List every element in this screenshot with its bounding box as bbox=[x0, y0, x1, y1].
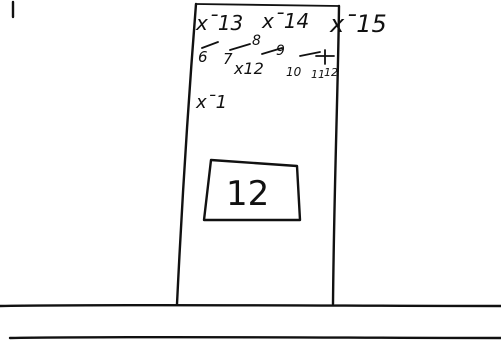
small-number-9: 9 bbox=[276, 43, 285, 59]
mark-x-13: x¯13 bbox=[195, 11, 243, 35]
tower-right-edge bbox=[333, 6, 339, 304]
scribble-stroke bbox=[202, 42, 320, 56]
ground-line-lower bbox=[10, 337, 501, 338]
mark-x-14: x¯14 bbox=[261, 9, 309, 33]
mark-x-12: x12 bbox=[233, 59, 264, 78]
small-number-11: 11 bbox=[311, 68, 325, 81]
tower-left-edge bbox=[177, 4, 196, 304]
mark-x-15: x¯15 bbox=[329, 10, 387, 38]
small-number-10: 10 bbox=[286, 65, 302, 79]
ground-line-upper bbox=[0, 305, 501, 306]
mark-x-1: x¯1 bbox=[195, 92, 227, 113]
small-number-7: 7 bbox=[223, 50, 233, 68]
tile-label: 12 bbox=[226, 174, 269, 214]
small-number-6: 6 bbox=[198, 48, 208, 66]
tower-top-edge bbox=[196, 4, 339, 6]
small-number-12: 12 bbox=[324, 66, 338, 79]
small-number-8: 8 bbox=[252, 33, 261, 49]
